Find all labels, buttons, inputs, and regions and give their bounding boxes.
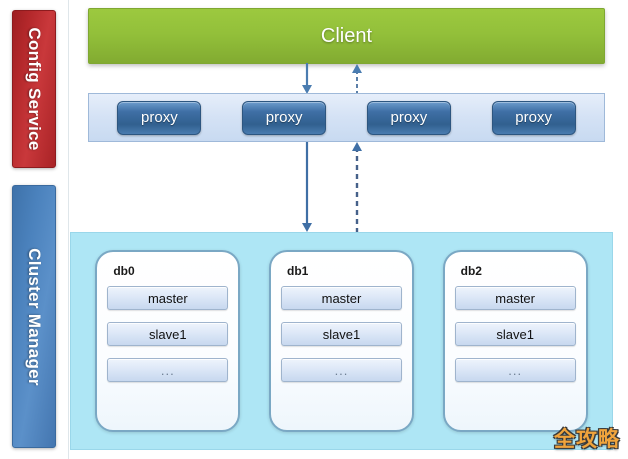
db-row-label: master xyxy=(147,290,188,306)
db-node-rows: master slave1 ... xyxy=(454,286,576,420)
db-row-label: ... xyxy=(508,362,523,378)
db-row-more[interactable]: ... xyxy=(280,358,402,382)
config-service-bar: Config Service xyxy=(12,10,56,168)
client-label: Client xyxy=(320,24,373,47)
db-row-label: master xyxy=(495,290,535,306)
db-row-slave1[interactable]: slave1 xyxy=(280,322,402,346)
proxy-node-label: proxy xyxy=(390,109,428,126)
cluster-manager-label: Cluster Manager xyxy=(25,247,44,386)
db-row-label: slave1 xyxy=(149,326,187,342)
client-box: Client xyxy=(88,8,605,64)
db-node-rows: master slave1 ... xyxy=(280,286,402,420)
proxy-to-db-request-arrow xyxy=(302,141,312,232)
db-row-label: master xyxy=(321,290,362,306)
db-row-slave1[interactable]: slave1 xyxy=(454,322,576,346)
watermark-text: 全攻略 xyxy=(554,428,620,451)
db-node-db1[interactable]: db1 master slave1 ... xyxy=(268,250,414,432)
db-row-more[interactable]: ... xyxy=(107,358,229,382)
proxy-node-3[interactable]: proxy xyxy=(491,100,576,135)
db-row-master[interactable]: master xyxy=(280,286,402,310)
config-service-label: Config Service xyxy=(25,27,44,151)
db-node-title: db2 xyxy=(460,264,482,278)
proxy-node-label: proxy xyxy=(265,109,303,126)
db-node-title: db0 xyxy=(113,264,135,278)
db-row-label: slave1 xyxy=(496,326,534,342)
db-node-db2[interactable]: db2 master slave1 ... xyxy=(442,250,588,432)
proxy-to-client-response-arrow xyxy=(352,64,362,95)
proxy-layer-container: proxy proxy proxy proxy xyxy=(88,93,605,142)
cluster-manager-bar: Cluster Manager xyxy=(12,185,56,448)
proxy-node-label: proxy xyxy=(141,109,178,126)
sidebar-divider xyxy=(68,0,69,459)
db-row-label: ... xyxy=(334,362,349,378)
db-row-master[interactable]: master xyxy=(454,286,576,310)
db-node-rows: master slave1 ... xyxy=(107,286,229,420)
db-cluster-container: db0 master slave1 ... db1 master xyxy=(70,232,613,450)
db-node-db0[interactable]: db0 master slave1 ... xyxy=(95,250,241,432)
proxy-node-label: proxy xyxy=(515,109,552,126)
db-row-slave1[interactable]: slave1 xyxy=(107,322,229,346)
db-row-more[interactable]: ... xyxy=(454,358,576,382)
db-row-master[interactable]: master xyxy=(107,286,229,310)
db-row-label: ... xyxy=(160,362,175,378)
db-to-proxy-response-arrow xyxy=(352,142,362,233)
db-node-title: db1 xyxy=(286,264,309,278)
proxy-node-2[interactable]: proxy xyxy=(366,100,451,135)
db-row-label: slave1 xyxy=(322,326,361,342)
client-to-proxy-request-arrow xyxy=(302,63,312,94)
proxy-node-0[interactable]: proxy xyxy=(117,100,202,135)
proxy-node-1[interactable]: proxy xyxy=(242,100,327,135)
